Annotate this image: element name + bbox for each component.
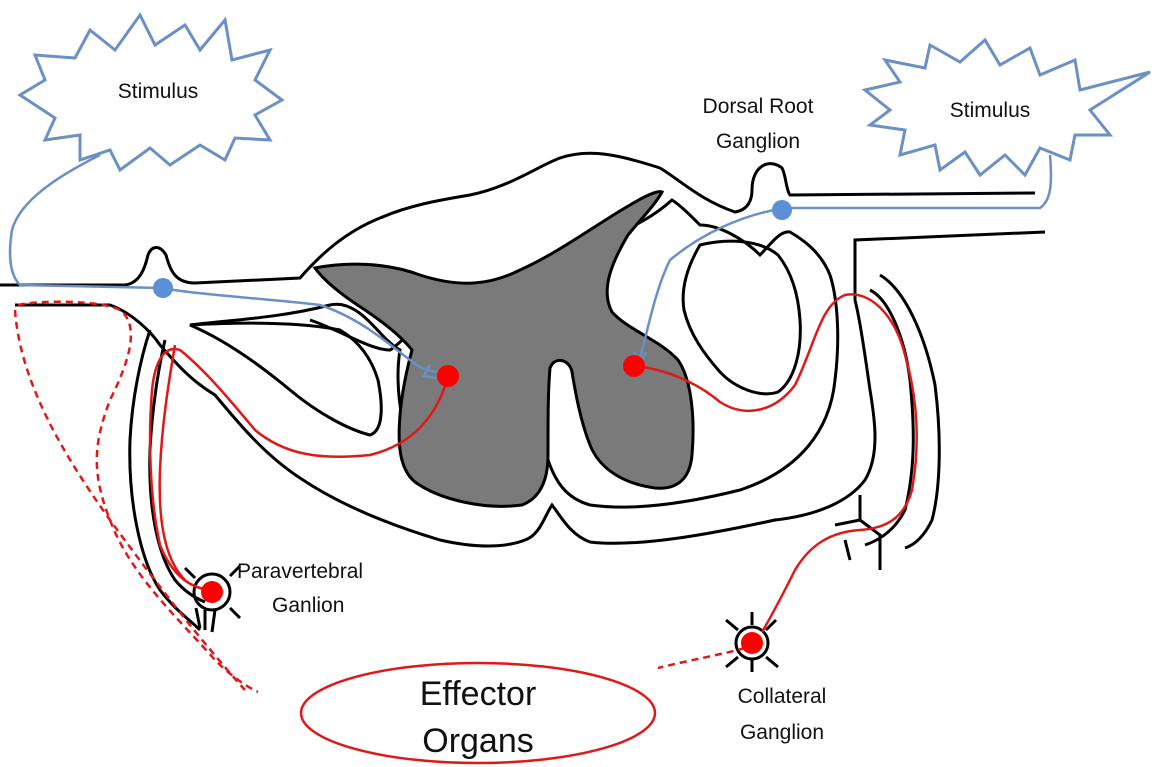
white-matter-inner-loop xyxy=(190,323,381,435)
paravertebral-label-line2: Ganlion xyxy=(272,594,344,617)
stimulus-right-label: Stimulus xyxy=(950,99,1031,122)
collateral-label-line1: Collateral xyxy=(738,685,827,708)
sensory-cell-body-left xyxy=(153,278,173,298)
paravertebral-ganglion-cell xyxy=(201,581,223,603)
sensory-cell-body-right xyxy=(772,200,792,220)
postganglionic-axon-left-dashed xyxy=(18,302,258,692)
preganglionic-axon-left-parallel xyxy=(160,345,185,580)
stimulus-left-label: Stimulus xyxy=(118,80,199,103)
sensory-axon-right xyxy=(640,155,1051,358)
paravertebral-label-line1: Paravertebral xyxy=(237,560,363,583)
gray-matter xyxy=(315,192,693,507)
effector-label-line2: Organs xyxy=(422,722,534,760)
postganglionic-axon-right-dashed xyxy=(658,648,745,668)
spinal-cord-outline xyxy=(0,153,1035,285)
collateral-label-line2: Ganglion xyxy=(740,721,824,744)
effector-label-line1: Effector xyxy=(420,675,537,713)
white-matter-inner-loop-right xyxy=(683,241,800,394)
postganglionic-axon-left-dashed-2 xyxy=(15,310,245,690)
left-nerve-outline-inner xyxy=(150,340,205,602)
motor-cell-body-right xyxy=(623,355,645,377)
drg-label-line2: Ganglion xyxy=(716,130,800,153)
collateral-ganglion-cell xyxy=(741,632,763,654)
sensory-axon-left xyxy=(10,155,440,372)
motor-cell-body-left xyxy=(437,365,459,387)
drg-label-line1: Dorsal Root xyxy=(703,95,814,118)
